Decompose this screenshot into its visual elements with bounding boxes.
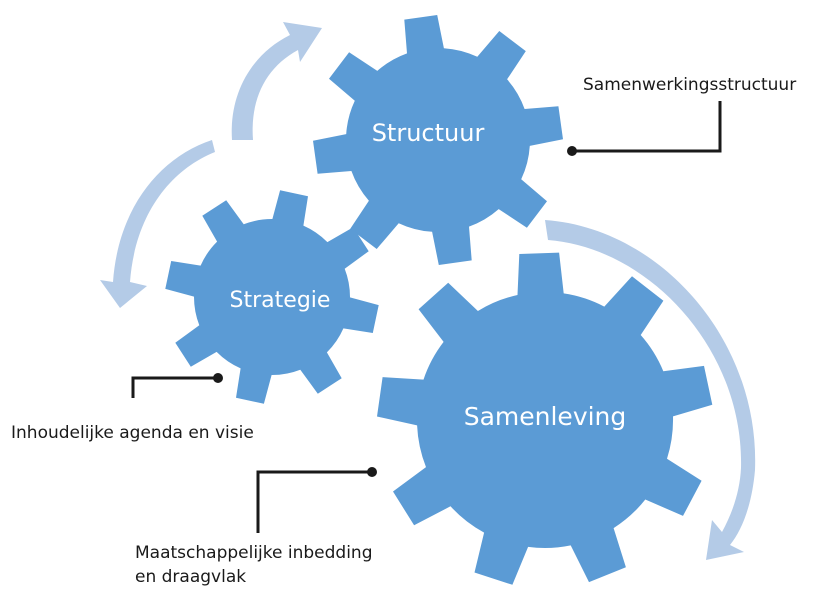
callout-text-strategie: Inhoudelijke agenda en visie [11, 423, 254, 443]
arrow-right-large [545, 220, 756, 560]
gear-label-strategie: Strategie [230, 288, 331, 313]
callout-text-samenleving-line1: Maatschappelijke inbedding [135, 543, 373, 563]
gear-structuur [313, 15, 563, 265]
gear-strategie [165, 190, 379, 404]
arrow-down-left [100, 140, 215, 308]
gear-label-samenleving: Samenleving [464, 402, 627, 431]
callout-dot-structuur [567, 146, 577, 156]
cycle-arrows [100, 22, 756, 560]
callout-text-structuur: Samenwerkingsstructuur [583, 75, 797, 95]
callout-line-structuur [572, 101, 722, 153]
gear-label-structuur: Structuur [372, 119, 485, 147]
arrow-up-left [231, 22, 322, 140]
callout-dot-strategie [213, 373, 223, 383]
callout-line-samenleving [256, 470, 372, 533]
gear-samenleving [377, 252, 713, 585]
callout-text-samenleving-line2: en draagvlak [135, 567, 247, 587]
callout-dot-samenleving [367, 467, 377, 477]
gear-layer [165, 15, 713, 585]
callout-line-strategie [131, 376, 218, 398]
callout-lines [131, 101, 722, 533]
